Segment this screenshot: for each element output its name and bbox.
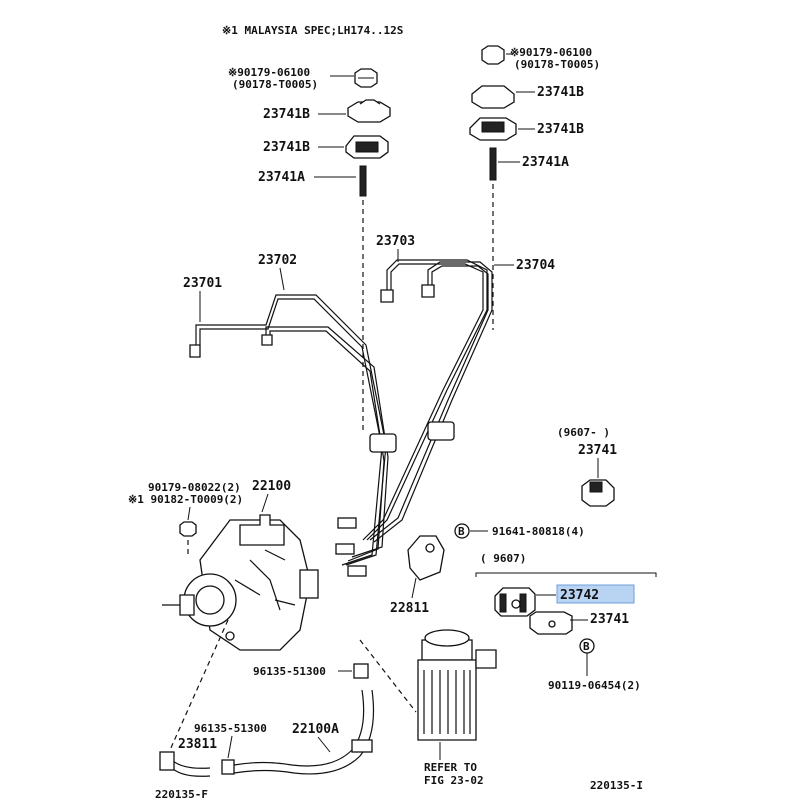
label-90178-t0005-right[interactable]: (90178-T0005) (514, 58, 600, 71)
part-23741-lower (529, 611, 573, 635)
left-nut (354, 68, 378, 88)
pipe-23701 (189, 294, 387, 566)
left-clamp-lower (345, 135, 389, 159)
label-23703[interactable]: 23703 (376, 234, 415, 249)
delivery-nuts (335, 517, 367, 577)
label-22100[interactable]: 22100 (252, 479, 291, 494)
left-clamp-upper (347, 99, 391, 123)
label-96135-51300-b[interactable]: 96135-51300 (194, 722, 267, 735)
label-23741-lower[interactable]: 23741 (590, 612, 629, 627)
label-90179-06100-right[interactable]: ※90179-06100 (510, 46, 592, 59)
pump-nut (179, 521, 197, 537)
label-23704[interactable]: 23704 (516, 258, 555, 273)
hose-fitting-96135-b (221, 759, 235, 775)
svg-text:B: B (583, 640, 590, 653)
label-refer-line2: FIG 23-02 (424, 774, 484, 787)
pipe-23703 (362, 259, 488, 541)
label-23741b-right-bot[interactable]: 23741B (537, 122, 584, 137)
fuel-filter (417, 629, 497, 741)
part-23741-upper (581, 479, 615, 507)
label-23702[interactable]: 23702 (258, 253, 297, 268)
footer-left: 220135-F (155, 788, 208, 800)
label-23701[interactable]: 23701 (183, 276, 222, 291)
label-22811[interactable]: 22811 (390, 601, 429, 616)
label-96135-51300-a[interactable]: 96135-51300 (253, 665, 326, 678)
label-91641-80818[interactable]: 91641-80818(4) (492, 525, 585, 538)
hose-22100a (233, 689, 375, 775)
label-23741b-left-top[interactable]: 23741B (263, 107, 310, 122)
label-23811[interactable]: 23811 (178, 737, 217, 752)
right-nut (481, 45, 505, 65)
header-note: ※1 MALAYSIA SPEC;LH174..12S (222, 24, 403, 37)
label-refer-line1: REFER TO (424, 761, 477, 774)
label-90178-t0005-left[interactable]: (90178-T0005) (232, 78, 318, 91)
pipe-23704 (369, 261, 493, 543)
label-23741a-right[interactable]: 23741A (522, 155, 569, 170)
footer-right: 220135-I (590, 779, 643, 792)
left-stud (359, 165, 367, 197)
bolt-b-callout: B (454, 523, 470, 539)
label-22100a[interactable]: 22100A (292, 722, 339, 737)
hose-fitting-96135-a (353, 663, 369, 679)
hose-23811 (159, 751, 211, 777)
label-90119-06454[interactable]: 90119-06454(2) (548, 679, 641, 692)
pipe-clamp-right (427, 421, 455, 441)
bracket-22811 (407, 535, 445, 581)
highlight-23742 (556, 584, 635, 604)
bolt-b-lower: B (579, 638, 595, 654)
pipe-clamp-left (369, 433, 397, 453)
label-range-9607-open: (9607- ) (557, 426, 610, 439)
label-90182-t0009[interactable]: ※1 90182-T0009(2) (128, 493, 243, 506)
label-23741b-right-top[interactable]: 23741B (537, 85, 584, 100)
svg-text:B: B (458, 525, 465, 538)
label-23741-upper[interactable]: 23741 (578, 443, 617, 458)
right-clamp-upper (471, 85, 515, 109)
label-23742[interactable]: 23742 (560, 588, 599, 603)
label-23741a-left[interactable]: 23741A (258, 170, 305, 185)
pipe-23702 (261, 326, 389, 562)
right-clamp-lower (469, 117, 517, 141)
label-90179-06100-left[interactable]: ※90179-06100 (228, 66, 310, 79)
label-23741b-left-bot[interactable]: 23741B (263, 140, 310, 155)
part-23742 (494, 587, 536, 617)
label-range-9607-close: ( 9607) (480, 552, 526, 565)
label-90179-08022[interactable]: 90179-08022(2) (148, 481, 241, 494)
injection-pump (162, 514, 319, 651)
right-stud (489, 147, 497, 181)
